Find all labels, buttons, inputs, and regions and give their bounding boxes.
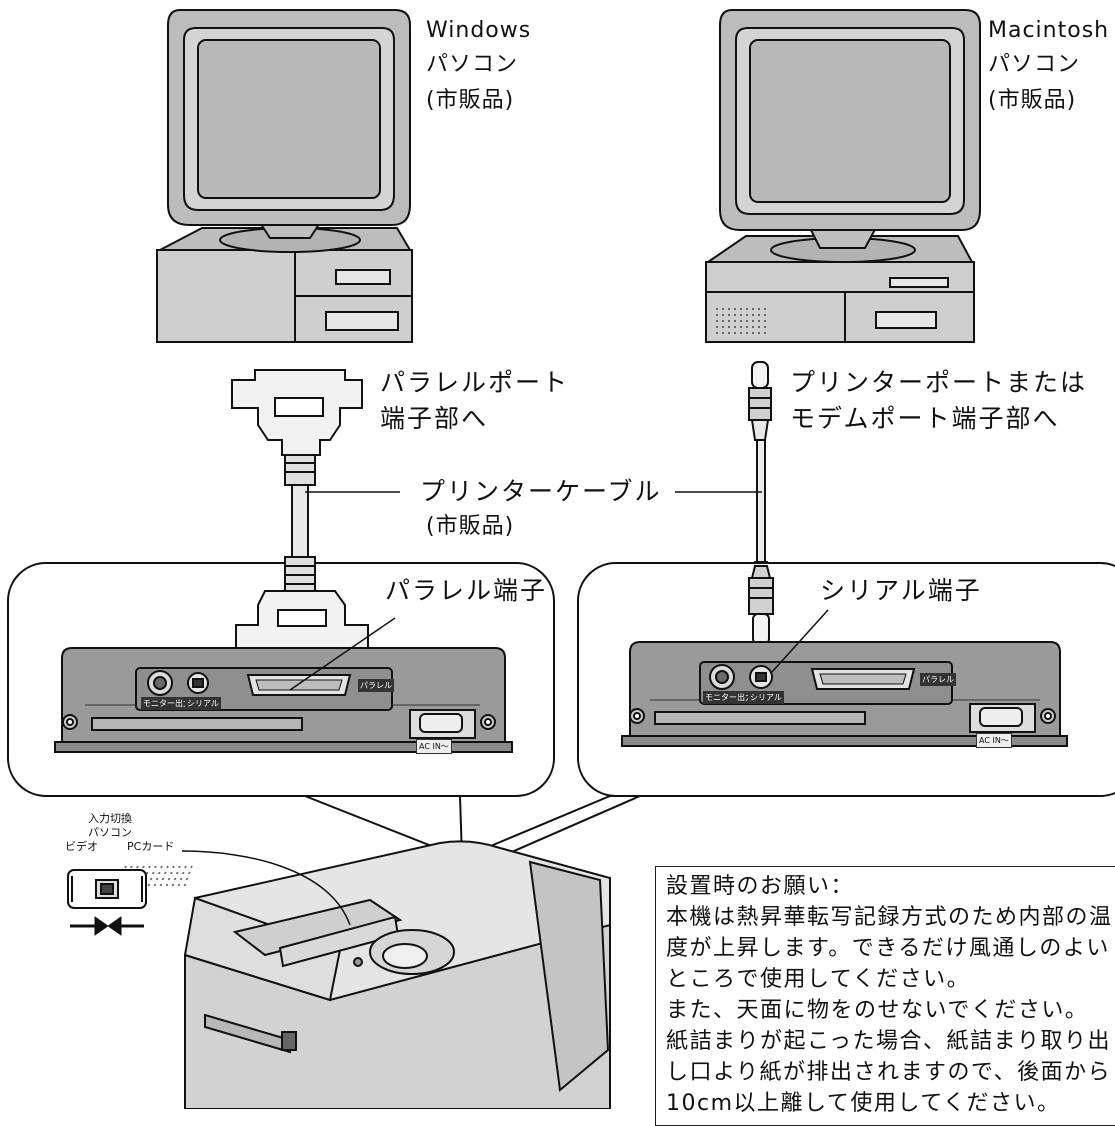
input-switch-illustration [67, 869, 147, 909]
parallel-connector-top [231, 369, 363, 486]
parallel-terminal-label: パラレル端子 [385, 576, 548, 605]
printer-port-label-2: モデムポート端子部へ [790, 404, 1060, 433]
monitor-out-label-left: モニター出力 [141, 697, 193, 710]
arrow-left-icon [107, 916, 144, 936]
parallel-port-label-2: 端子部へ [380, 404, 489, 433]
printer-rear-panel-left [54, 647, 513, 753]
printer-rear-panel-right [621, 641, 1068, 747]
mac-pc-illustration [704, 9, 981, 343]
windows-pc-illustration [156, 9, 413, 343]
printer-front-illustration [116, 795, 641, 1109]
notice-line: 紙詰まりが起こった場合、紙詰まり取り出 [666, 1029, 1111, 1054]
notice-title: 設置時のお願い： [666, 874, 855, 899]
notice-line: し口より紙が排出されますので、後面から [666, 1060, 1112, 1085]
cable-label: プリンターケーブル [420, 477, 662, 506]
notice-line: また、天面に物をのせないでください。 [666, 998, 1089, 1023]
installation-notice: 設置時のお願い： 本機は熱昇華転写記録方式のため内部の温 度が上昇します。できる… [655, 866, 1115, 1126]
windows-name: Windows [426, 18, 532, 43]
serial-label-left: シリアル [185, 697, 221, 710]
cable-note: (市販品) [426, 514, 515, 539]
arrow-right-icon [70, 916, 109, 936]
ac-in-label-right: AC IN～ [976, 733, 1012, 748]
serial-terminal-label: シリアル端子 [820, 576, 982, 605]
notice-line: 本機は熱昇華転写記録方式のため内部の温 [666, 905, 1113, 930]
mac-type: パソコン [988, 52, 1081, 77]
serial-label-right: シリアル [748, 691, 784, 704]
notice-line: 度が上昇します。できるだけ風通しのよい [666, 936, 1110, 961]
switch-title: 入力切換 [88, 812, 132, 825]
windows-note: (市販品) [426, 88, 515, 113]
mac-name: Macintosh [988, 18, 1110, 43]
notice-line: 10cm以上離して使用してください。 [666, 1091, 1061, 1116]
switch-left: ビデオ [65, 840, 98, 853]
notice-line: ところで使用してください。 [666, 967, 971, 992]
ac-in-label-left: AC IN～ [416, 739, 452, 754]
windows-type: パソコン [426, 52, 519, 77]
parallel-cable [291, 484, 309, 558]
serial-connector-top [748, 361, 772, 441]
printer-port-label-1: プリンターポートまたは [790, 368, 1088, 397]
mac-note: (市販品) [988, 88, 1077, 113]
switch-middle: パソコン [88, 826, 132, 839]
serial-cable [756, 439, 766, 563]
monitor-out-label-right: モニター出力 [703, 691, 755, 704]
parallel-port-label-1: パラレルポート [380, 368, 570, 397]
switch-right: PCカード [127, 840, 175, 853]
parallel-label-left: パラレル [358, 679, 394, 692]
parallel-label-right: パラレル [920, 673, 956, 686]
